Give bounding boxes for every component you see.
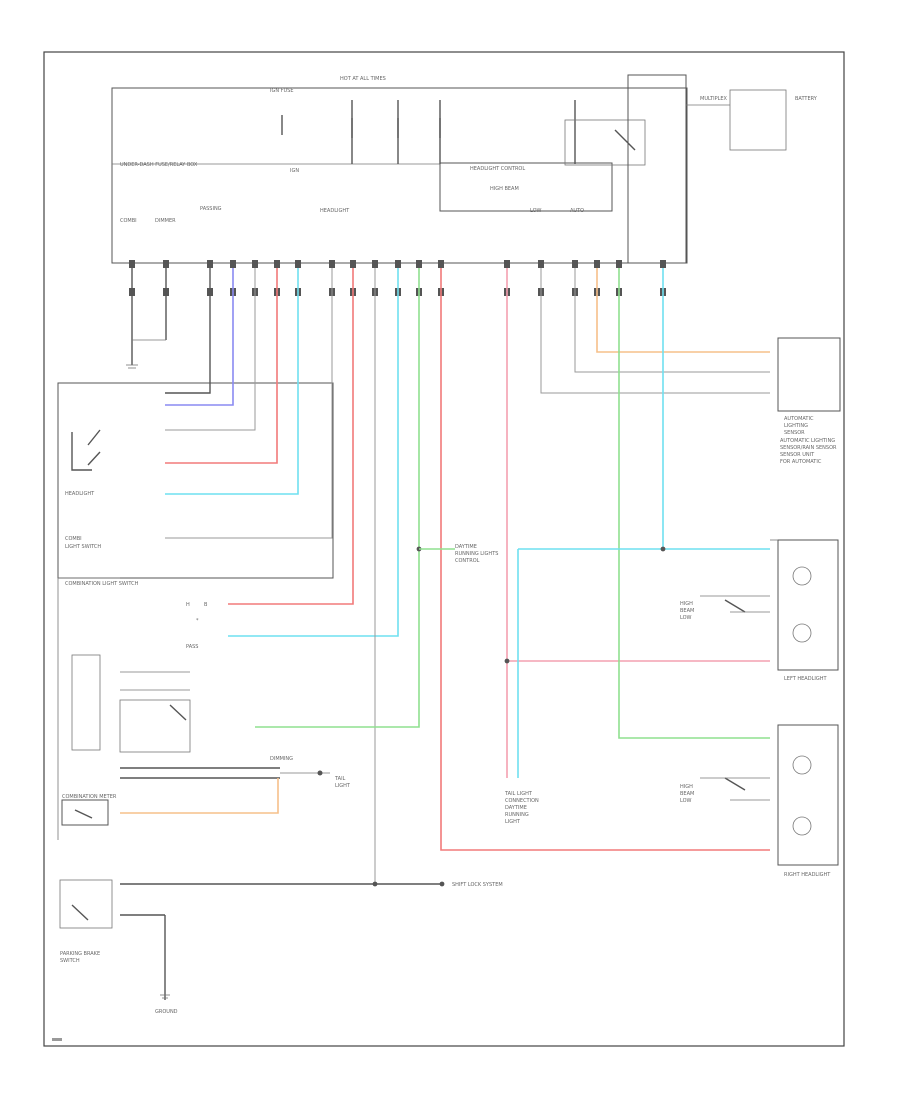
svg-text:LIGHT SWITCH: LIGHT SWITCH [65,544,101,550]
svg-text:CONNECTION: CONNECTION [505,798,539,804]
wire-orange-lower [120,778,279,814]
svg-text:IGN FUSE: IGN FUSE [270,88,294,94]
lower-switch-group: COMBINATION METER DIMMING TAIL LIGHT [61,756,351,826]
svg-text:LIGHT: LIGHT [505,819,521,825]
splice-point [660,546,666,552]
svg-text:FOR AUTOMATIC: FOR AUTOMATIC [780,459,822,465]
svg-text:SENSOR UNIT: SENSOR UNIT [780,452,815,458]
wire-gray-2 [165,268,333,539]
left-headlight: LEFT HEADLIGHT HIGH BEAM LOW [680,539,839,682]
svg-text:RIGHT HEADLIGHT: RIGHT HEADLIGHT [784,872,831,878]
wire-cyan-left-headlight [662,268,770,550]
wire-cyan-switch [165,268,299,495]
wire-orange-sensor [596,268,770,353]
svg-text:SWITCH: SWITCH [60,958,80,964]
svg-text:HOT AT ALL TIMES: HOT AT ALL TIMES [340,76,386,82]
wire-green-right-headlight [618,268,770,739]
svg-text:DAYTIME: DAYTIME [505,805,527,811]
module-ground-stubs [126,268,167,369]
svg-text:BEAM: BEAM [680,791,694,797]
svg-text:LOW: LOW [530,208,542,214]
svg-text:LIGHTING: LIGHTING [784,423,808,429]
svg-text:UNDER-DASH FUSE/RELAY BOX: UNDER-DASH FUSE/RELAY BOX [120,162,198,168]
svg-text:BEAM: BEAM [680,608,694,614]
svg-text:RUNNING LIGHTS: RUNNING LIGHTS [455,551,498,557]
combination-light-switch: HEADLIGHT COMBI LIGHT SWITCH COMBINATION… [57,382,334,840]
svg-text:COMBI: COMBI [65,536,82,542]
wire-gray-right-2 [574,268,770,373]
svg-text:AUTOMATIC: AUTOMATIC [784,416,814,422]
svg-text:RUNNING: RUNNING [505,812,529,818]
svg-text:COMBINATION METER: COMBINATION METER [62,794,117,800]
svg-text:DIMMER: DIMMER [155,218,176,224]
wire-red-dimmer [228,268,354,605]
right-headlight: RIGHT HEADLIGHT HIGH BEAM LOW [680,724,839,878]
svg-text:COMBI: COMBI [120,218,137,224]
svg-text:HEADLIGHT: HEADLIGHT [320,208,350,214]
svg-text:HIGH BEAM: HIGH BEAM [490,186,519,192]
svg-text:H: H [186,602,190,608]
svg-text:IGN: IGN [290,168,299,174]
wire-gray-1 [165,268,256,431]
svg-text:CONTROL: CONTROL [455,558,480,564]
svg-text:LOW: LOW [680,798,692,804]
svg-text:LOW: LOW [680,615,692,621]
splice-point [504,658,510,664]
control-module: IGN FUSE HOT AT ALL TIMES IGN HEADLIGHT … [111,74,818,264]
svg-text:GROUND: GROUND [155,1009,178,1015]
wire-red [165,268,278,464]
svg-text:SENSOR: SENSOR [784,430,805,436]
wire-blue [165,268,234,406]
wire-cyan-dimmer [228,268,399,637]
svg-text:DAYTIME: DAYTIME [455,544,477,550]
svg-text:SENSOR/RAIN SENSOR: SENSOR/RAIN SENSOR [780,445,837,451]
svg-text:PASS: PASS [186,644,198,650]
svg-text:DIMMING: DIMMING [270,756,293,762]
svg-text:HIGH: HIGH [680,601,693,607]
svg-text:TAIL LIGHT: TAIL LIGHT [504,791,533,797]
svg-text:*: * [196,618,199,624]
wire-gray-right-1 [540,268,770,394]
dimmer-switch: H B * PASS [71,602,208,753]
parking-brake-switch: PARKING BRAKE SWITCH SHIFT LOCK SYSTEM G… [59,879,503,1015]
svg-text:B: B [204,602,208,608]
svg-text:SHIFT LOCK SYSTEM: SHIFT LOCK SYSTEM [452,882,503,888]
svg-text:LEFT HEADLIGHT: LEFT HEADLIGHT [784,676,827,682]
svg-text:COMBINATION LIGHT SWITCH: COMBINATION LIGHT SWITCH [65,581,139,587]
svg-text:HEADLIGHT: HEADLIGHT [65,491,95,497]
svg-text:AUTO: AUTO [570,208,584,214]
svg-text:MULTIPLEX: MULTIPLEX [700,96,728,102]
svg-text:HEADLIGHT CONTROL: HEADLIGHT CONTROL [470,166,525,172]
svg-text:LIGHT: LIGHT [335,783,351,789]
svg-text:PARKING BRAKE: PARKING BRAKE [60,951,100,957]
svg-text:AUTOMATIC LIGHTING: AUTOMATIC LIGHTING [780,438,835,444]
wire-red-right-headlight [440,268,770,851]
diagram-frame [43,51,845,1047]
svg-text:HIGH: HIGH [680,784,693,790]
svg-text:BATTERY: BATTERY [795,96,818,102]
wire-green-main [255,268,420,728]
svg-text:TAIL: TAIL [334,776,346,782]
svg-text:PASSING: PASSING [200,206,222,212]
wire-black-switch [165,268,211,394]
page-corner-mark [52,1038,62,1041]
drl-control-label: TAIL LIGHT CONNECTION DAYTIME RUNNING LI… [504,791,539,825]
auto-light-sensor: AUTOMATIC LIGHTING SENSOR AUTOMATIC LIGH… [777,337,841,465]
